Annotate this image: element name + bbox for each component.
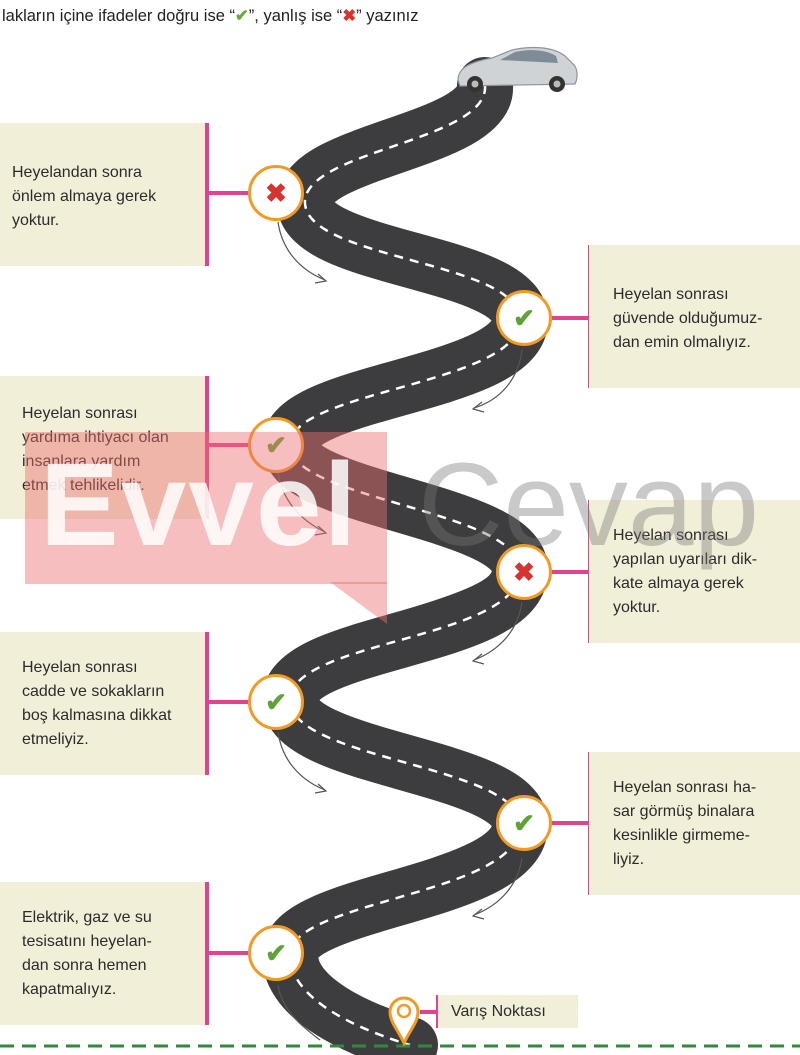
- statement-card: Elektrik, gaz ve su tesisatını heyelan- …: [0, 882, 205, 1025]
- watermark-tail: [330, 582, 387, 624]
- instruction-part: ” yazınız: [356, 7, 419, 25]
- statement-card: Heyelan sonrası yapılan uyarıları dik- k…: [589, 500, 800, 643]
- arrow: [277, 221, 326, 281]
- check-icon: ✔: [234, 7, 249, 25]
- arrow-head: [314, 273, 328, 284]
- destination-label: Varış Noktası: [438, 995, 578, 1028]
- instruction-part: lakların içine ifadeler doğru ise “: [2, 7, 235, 25]
- destination-text: Varış Noktası: [451, 1003, 546, 1020]
- answer-check-icon[interactable]: ✔: [248, 925, 304, 981]
- statement-card: Heyelan sonrası cadde ve sokakların boş …: [0, 632, 205, 775]
- arrow-head: [471, 401, 485, 413]
- arrow: [277, 731, 326, 791]
- instruction-part: ”, yanlış ise “: [248, 7, 343, 25]
- statement-text: Heyelan sonrası yapılan uyarıları dik- k…: [613, 527, 758, 616]
- statement-text: Heyelan sonrası yardıma ihtiyacı olan in…: [22, 405, 169, 494]
- answer-cross-icon[interactable]: ✖: [248, 165, 304, 221]
- arrow: [277, 471, 326, 533]
- answer-check-icon[interactable]: ✔: [248, 417, 304, 473]
- arrow: [473, 857, 523, 916]
- statement-text: Elektrik, gaz ve su tesisatını heyelan- …: [22, 909, 152, 998]
- arrow-head: [314, 525, 328, 536]
- statement-card: Heyelan sonrası yardıma ihtiyacı olan in…: [0, 376, 205, 519]
- arrow: [473, 349, 523, 409]
- car-icon: [457, 46, 578, 92]
- answer-check-icon[interactable]: ✔: [248, 674, 304, 730]
- statement-text: Heyelandan sonra önlem almaya gerek yokt…: [12, 164, 157, 229]
- arrow-head: [314, 783, 328, 794]
- statement-text: Heyelan sonrası cadde ve sokakların boş …: [22, 659, 172, 748]
- direction-arrows: [277, 221, 523, 1041]
- answer-cross-icon[interactable]: ✖: [496, 544, 552, 600]
- arrow-head: [471, 908, 485, 920]
- arrow-head: [471, 653, 485, 665]
- answer-check-icon[interactable]: ✔: [496, 795, 552, 851]
- statement-text: Heyelan sonrası ha- sar görmüş binalara …: [613, 779, 757, 868]
- location-pin-icon: [388, 996, 420, 1047]
- answer-check-icon[interactable]: ✔: [496, 290, 552, 346]
- statement-card: Heyelan sonrası güvende olduğumuz- dan e…: [589, 245, 800, 388]
- statement-card: Heyelan sonrası ha- sar görmüş binalara …: [589, 752, 800, 895]
- instruction-text: lakların içine ifadeler doğru ise “✔”, y…: [2, 6, 419, 26]
- statement-card: Heyelandan sonra önlem almaya gerek yokt…: [0, 123, 205, 266]
- cross-icon: ✖: [342, 7, 357, 25]
- arrow: [277, 984, 321, 1041]
- statement-text: Heyelan sonrası güvende olduğumuz- dan e…: [613, 286, 763, 351]
- arrow: [473, 601, 523, 661]
